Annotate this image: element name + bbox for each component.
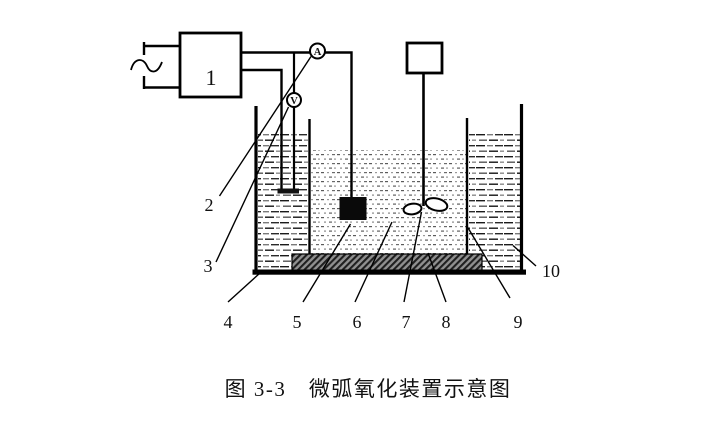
part-label-8: 8	[442, 312, 451, 332]
pointer-line-7	[403, 211, 423, 303]
ac-sine-icon	[130, 59, 163, 73]
ammeter-circle	[309, 42, 326, 60]
pointer-line-4	[227, 272, 261, 303]
part-label-1: 1	[206, 65, 217, 90]
part-label-2: 2	[205, 195, 214, 215]
electrode-plate	[291, 253, 483, 272]
part-label-5: 5	[293, 312, 302, 332]
ammeter-letter: A	[314, 47, 322, 58]
cooling-water-left	[258, 133, 308, 270]
part-label-6: 6	[353, 312, 362, 332]
wire-to-sample	[324, 51, 353, 198]
pointer-line-3	[215, 106, 290, 263]
part-label-9: 9	[514, 312, 523, 332]
pointer-line-2	[218, 56, 312, 197]
pointer-line-8	[427, 252, 447, 303]
pointer-lines	[215, 56, 537, 303]
stirrer-propeller	[402, 197, 449, 216]
power-supply-box	[178, 31, 243, 99]
propeller-blade-left	[402, 202, 423, 216]
pointer-line-9	[466, 226, 511, 299]
part-label-3: 3	[204, 256, 213, 276]
wire-negative	[241, 68, 283, 189]
electrolytic-cell	[308, 118, 469, 254]
water-bath-tank	[252, 104, 526, 275]
ac-source	[130, 42, 180, 89]
propeller-blade-right	[424, 197, 449, 212]
pointer-line-10	[512, 244, 537, 267]
stirrer-motor-box	[405, 41, 444, 75]
voltmeter-letter: V	[290, 96, 298, 107]
part-label-7: 7	[402, 312, 411, 332]
voltmeter-circle	[286, 92, 302, 108]
part-label-4: 4	[224, 312, 233, 332]
part-label-10: 10	[542, 261, 560, 281]
circuit-wiring	[241, 51, 353, 198]
part-number-labels: 2 3 4 5 6 7 8 9 10	[204, 195, 561, 332]
outer-tank-bottom	[252, 269, 526, 275]
figure-caption: 图 3-3 微弧氧化装置示意图	[225, 377, 512, 401]
sample-electrode	[339, 197, 367, 220]
cooling-water-right	[469, 133, 520, 270]
counter-electrode-bar	[277, 188, 299, 194]
plug-terminal-top	[142, 42, 180, 55]
plug-terminal-bottom	[142, 76, 180, 89]
pointer-line-6	[354, 221, 393, 303]
pointer-line-5	[302, 223, 352, 303]
